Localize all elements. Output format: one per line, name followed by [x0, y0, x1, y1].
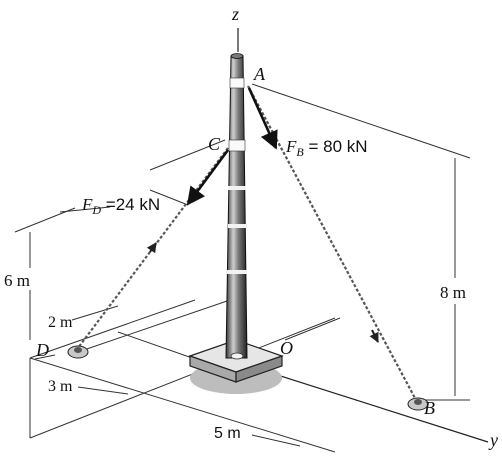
force-fd-label: FD =24 kN	[81, 195, 160, 217]
point-b-label: B	[424, 398, 435, 418]
dim-5m-leader	[251, 434, 301, 447]
force-fb-arrow	[247, 87, 278, 150]
force-fb-label: FB = 80 kN	[285, 137, 368, 159]
point-c-label: C	[208, 134, 221, 154]
cable-ab	[247, 85, 417, 401]
point-d-label: D	[35, 340, 49, 360]
dimension-8m: 8 m	[251, 83, 471, 401]
dim-3m-leader	[77, 386, 129, 395]
dim-3m-label: 3 m	[48, 378, 73, 395]
dim-2m-label: 2 m	[48, 314, 73, 331]
pole	[225, 53, 248, 360]
point-o-label: O	[280, 338, 293, 358]
y-axis	[267, 371, 489, 443]
dim-6m-label: 6 m	[4, 271, 30, 290]
cable-cd-tension-arrow	[146, 242, 157, 254]
fd-leader-line	[59, 206, 111, 213]
anchor-b	[407, 397, 429, 411]
dim-8m-label: 8 m	[440, 283, 466, 302]
base-construction-lines	[29, 299, 341, 453]
anchor-d	[67, 345, 89, 359]
point-a-label: A	[253, 64, 266, 84]
fd-construction-line	[149, 189, 189, 206]
axis-z-label: z	[231, 4, 239, 24]
force-fd-arrow	[186, 149, 230, 206]
c-construction-line	[149, 139, 226, 171]
cable-ab-tension-arrow	[369, 329, 379, 343]
dim-2m-leader	[71, 305, 119, 321]
axis-y-label: y	[488, 430, 498, 450]
dim-5m-label: 5 m	[214, 425, 241, 442]
